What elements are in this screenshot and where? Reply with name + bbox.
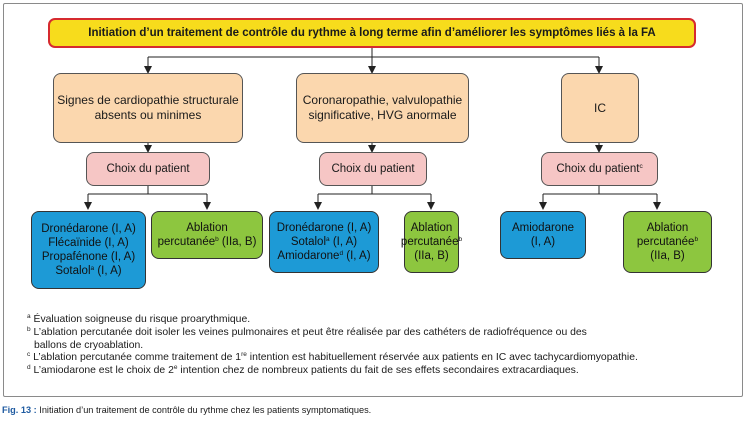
footnote-text: L’ablation percutanée comme traitement d… [33, 352, 242, 364]
ablation-line: percutanéeb [637, 235, 698, 249]
footnote-ref: b [215, 236, 219, 243]
footnote-ref: b [458, 236, 463, 243]
drug-box-1: Dronédarone (I, A) Flécaïnide (I, A) Pro… [31, 211, 146, 289]
ablation-label: percutanée [400, 236, 459, 248]
ablation-box-3: Ablation percutanéeb (IIa, B) [623, 211, 712, 273]
ablation-line: Ablation [646, 222, 689, 234]
footnote-d: d L’amiodarone est le choix de 2e intent… [27, 364, 737, 378]
ablation-line: Ablation [410, 222, 453, 234]
title-box: Initiation d’un traitement de contrôle d… [48, 18, 696, 48]
choice-box-3: Choix du patientc [541, 152, 658, 186]
choice-label: Choix du patient [331, 163, 415, 175]
drug-class: (I, A) [343, 250, 371, 262]
drug-name: Sotalol [55, 265, 91, 277]
footnote-a: a Évaluation soigneuse du risque proaryt… [27, 313, 737, 327]
ablation-line: Ablation [186, 222, 228, 234]
drug-class: (I, A) [94, 265, 122, 277]
ordinal-suffix: re [241, 351, 247, 359]
ablation-class: (IIa, B) [414, 250, 449, 262]
figure-caption: Fig. 13 : Initiation d’un traitement de … [2, 405, 371, 415]
footnote-ref: b [694, 236, 699, 243]
category-line: significative, HVG anormale [308, 108, 457, 122]
footnote-b-continued: ballons de cryoablation. [27, 340, 737, 353]
category-box-ic: IC [561, 73, 639, 143]
ablation-line: percutanéeb (IIa, B) [158, 235, 257, 249]
category-line: absents ou minimes [94, 108, 202, 122]
choice-box-1: Choix du patient [86, 152, 210, 186]
footnote-mark: d [27, 364, 31, 372]
caption-label: Fig. 13 : [2, 405, 37, 415]
drug-class: (I, A) [329, 236, 358, 248]
drug-line: Amiodaroned (I, A) [277, 249, 372, 263]
footnote-text: Évaluation soigneuse du risque proarythm… [33, 314, 251, 325]
category-line: Signes de cardiopathie structurale [57, 93, 239, 107]
ablation-label: percutanée [636, 236, 695, 248]
drug-line: Amiodarone [511, 222, 574, 234]
caption-text: Initiation d’un traitement de contrôle d… [36, 405, 372, 415]
footnote-b: b L’ablation percutanée doit isoler les … [27, 325, 737, 340]
footnote-mark: a [27, 313, 31, 320]
footnote-ref: a [326, 236, 330, 243]
drug-box-3: Amiodarone (I, A) [500, 211, 586, 259]
footnote-ref: c [639, 163, 643, 170]
footnote-text: intention chez de nombreux patients du f… [177, 365, 579, 377]
footnote-text: intention est habituellement réservée au… [246, 352, 638, 364]
footnote-ref: d [339, 250, 344, 257]
category-line: Coronaropathie, valvulopathie [302, 93, 463, 107]
drug-line: Propafénone (I, A) [41, 251, 136, 263]
choice-label: Choix du patient [106, 163, 190, 175]
drug-line: Dronédarone (I, A) [276, 222, 372, 234]
drug-box-2: Dronédarone (I, A) Sotalola (I, A) Amiod… [269, 211, 379, 273]
ablation-class: (IIa, B) [218, 236, 257, 248]
footnote-c: c L’ablation percutanée comme traitement… [27, 352, 737, 365]
drug-name: Sotalol [290, 236, 327, 248]
drug-name: Amiodarone [277, 250, 340, 262]
drug-line: Sotalola (I, A) [41, 264, 136, 278]
title-text: Initiation d’un traitement de contrôle d… [88, 27, 656, 39]
footnote-ref: a [90, 265, 95, 272]
ablation-box-1: Ablation percutanéeb (IIa, B) [151, 211, 263, 259]
category-line: IC [594, 100, 606, 115]
ablation-class: (IIa, B) [650, 250, 685, 262]
ablation-line: percutanéeb [401, 235, 462, 249]
figure-frame [3, 3, 743, 397]
footnote-text: ballons de cryoablation. [34, 339, 144, 351]
category-box-coronary: Coronaropathie, valvulopathie significat… [296, 73, 469, 143]
footnote-text: L’ablation percutanée doit isoler les ve… [33, 326, 587, 338]
drug-line: Flécaïnide (I, A) [48, 237, 129, 249]
drug-line: (I, A) [530, 236, 556, 248]
choice-box-2: Choix du patient [319, 152, 427, 186]
category-box-structural-absent: Signes de cardiopathie structurale absen… [53, 73, 243, 143]
footnotes: a Évaluation soigneuse du risque proaryt… [27, 313, 737, 378]
footnote-mark: c [27, 351, 31, 359]
ablation-box-2: Ablation percutanéeb (IIa, B) [401, 211, 462, 273]
choice-label: Choix du patient [556, 163, 640, 175]
footnote-text: L’amiodarone est le choix de 2 [33, 365, 174, 377]
drug-line: Sotalola (I, A) [277, 235, 372, 249]
footnote-mark: b [27, 325, 31, 333]
ablation-label: percutanée [157, 236, 216, 248]
ordinal-suffix: e [173, 364, 178, 372]
drug-line: Dronédarone (I, A) [41, 223, 136, 235]
